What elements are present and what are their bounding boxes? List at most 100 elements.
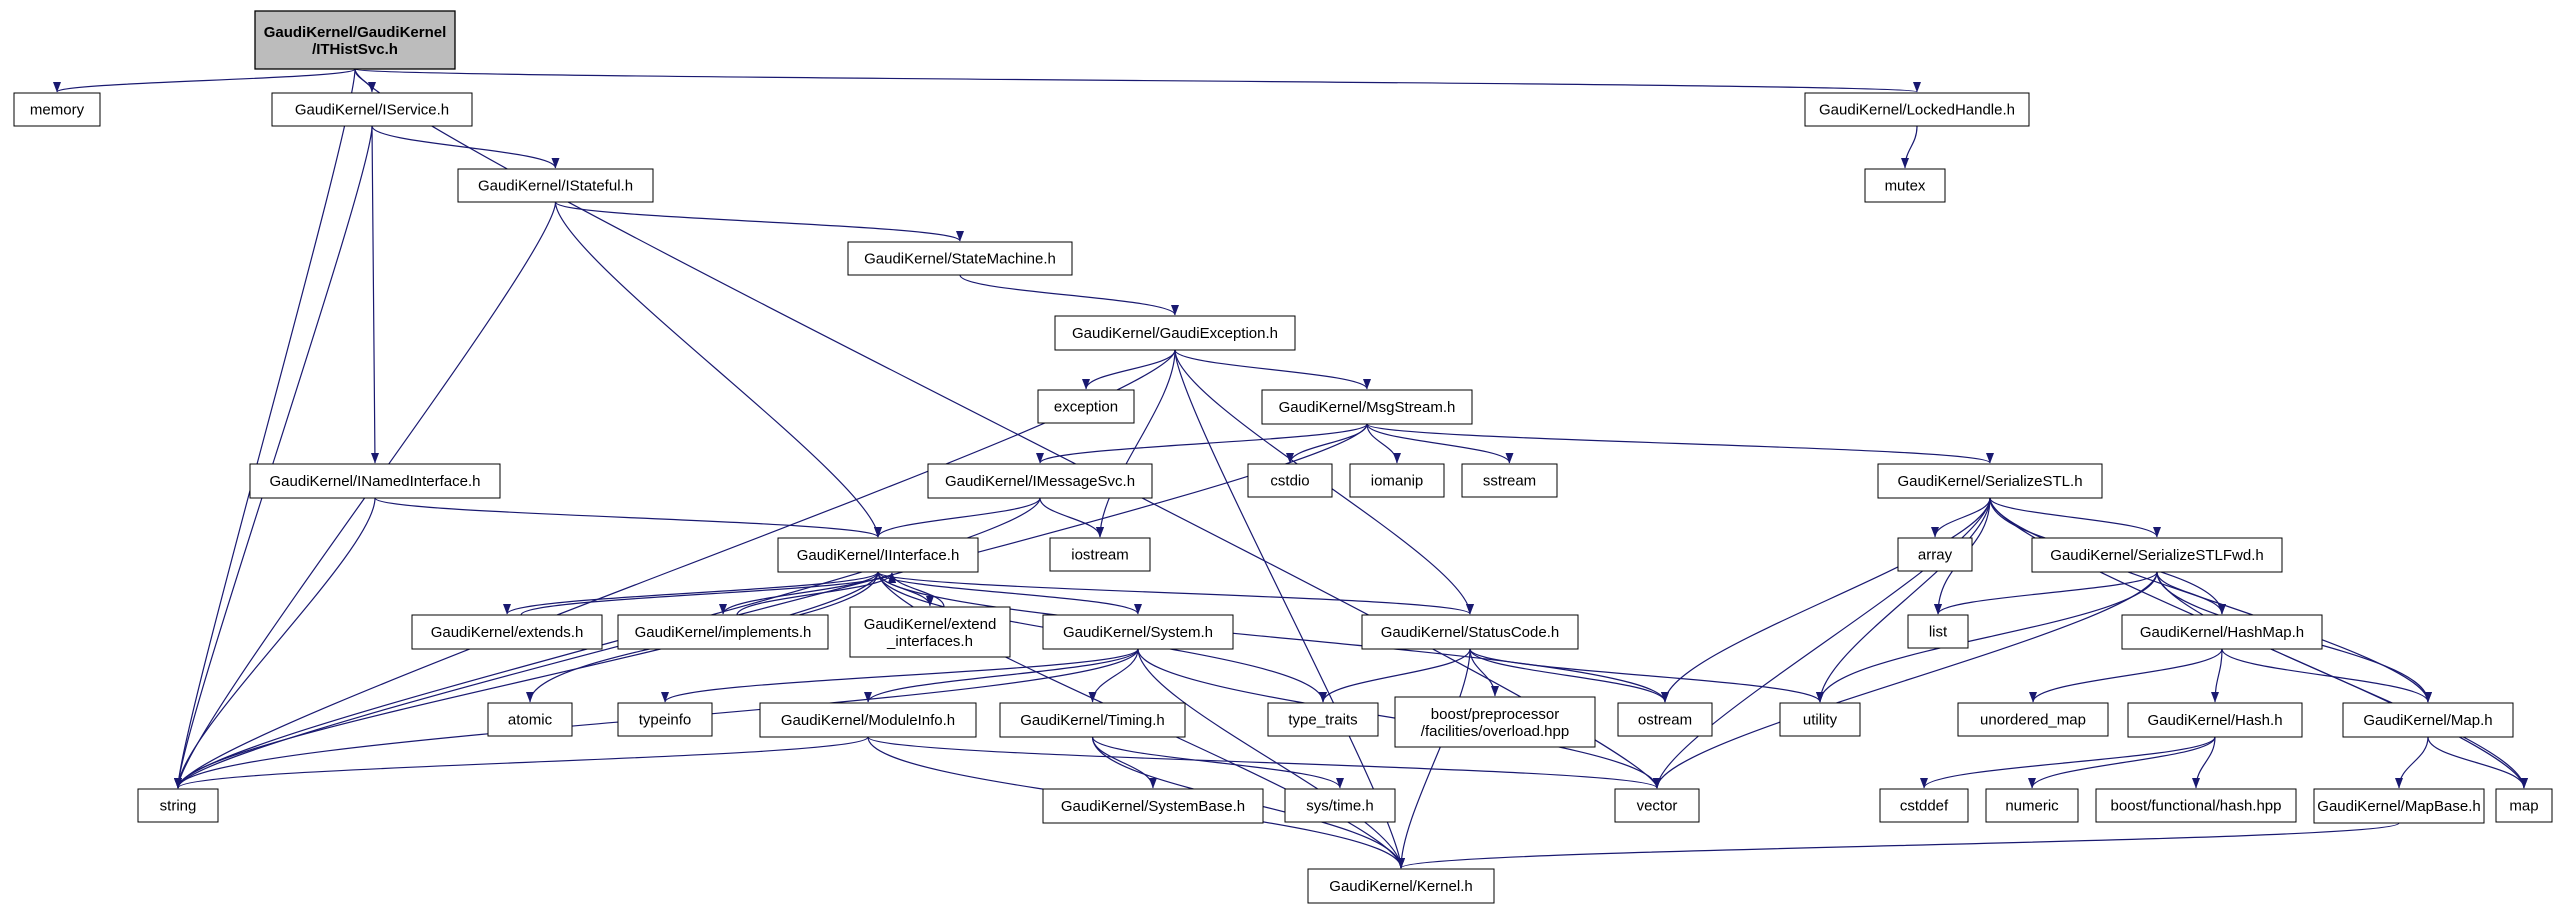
node-box-iservice[interactable] [271,92,473,127]
edge-timing-to-systime [1091,736,1344,789]
edge-istateful-to-statemachine [554,201,964,242]
edge-imessagesvc-to-stringn [174,497,1041,789]
edge-iinterface-to-statuscode [877,571,1474,615]
node-label-statuscode: GaudiKernel/StatusCode.h [1381,624,1559,641]
edge-iinterface-to-extends [503,571,879,615]
node-msgstream[interactable]: GaudiKernel/MsgStream.h [1261,389,1473,425]
node-label-serializestl: GaudiKernel/SerializeSTL.h [1897,473,2082,490]
node-box-kernel[interactable] [1307,868,1495,904]
node-box-hashmap[interactable] [2121,614,2323,650]
edge-moduleinfo-to-vectorn [867,736,1661,789]
node-label-mutex: mutex [1885,178,1926,195]
edge-inamedinterface-to-iinterface [374,497,882,538]
node-label-extendinterfaces: GaudiKernel/extend_interfaces.h [864,616,997,650]
edge-extends-to-iinterface [520,572,896,616]
node-box-systembase[interactable] [1042,788,1264,824]
edge-statuscode-to-typetraits [1319,648,1471,703]
node-box-istateful[interactable] [457,168,654,203]
node-label-extends: GaudiKernel/extends.h [431,624,584,641]
node-extends[interactable]: GaudiKernel/extends.h [411,614,603,650]
node-label-atomic: atomic [508,712,553,729]
node-box-hash[interactable] [2127,702,2303,738]
node-box-statemachine[interactable] [847,241,1073,276]
node-box-statuscode[interactable] [1361,614,1579,650]
edge-gaudiexception-to-kernel [1174,349,1405,869]
node-box-extends[interactable] [411,614,603,650]
node-box-serializestl[interactable] [1877,463,2103,499]
node-imessagesvc[interactable]: GaudiKernel/IMessageSvc.h [927,463,1153,499]
node-inamedinterface[interactable]: GaudiKernel/INamedInterface.h [249,463,501,499]
node-box-list [1907,614,1969,649]
node-lockedhandle[interactable]: GaudiKernel/LockedHandle.h [1804,92,2030,127]
node-box-inamedinterface[interactable] [249,463,501,499]
node-box-timing[interactable] [999,702,1186,738]
node-box-ithistsvc[interactable] [254,10,456,70]
node-kernel[interactable]: GaudiKernel/Kernel.h [1307,868,1495,904]
node-systembase[interactable]: GaudiKernel/SystemBase.h [1042,788,1264,824]
edge-serializestlfwd-to-map_std [2156,571,2528,789]
node-sstream: sstream [1461,463,1558,498]
node-iinterface[interactable]: GaudiKernel/IInterface.h [777,537,979,573]
node-box-lockedhandle[interactable] [1804,92,2030,127]
node-box-vectorn [1614,788,1700,823]
node-timing[interactable]: GaudiKernel/Timing.h [999,702,1186,738]
node-box-exception [1037,389,1135,424]
node-statuscode[interactable]: GaudiKernel/StatusCode.h [1361,614,1579,650]
edges-layer [53,68,2528,869]
node-box-boosthash [2095,788,2297,823]
node-gaudiexception[interactable]: GaudiKernel/GaudiException.h [1054,315,1296,351]
node-label-imessagesvc: GaudiKernel/IMessageSvc.h [945,473,1135,490]
node-box-sstream [1461,463,1558,498]
node-label-iinterface: GaudiKernel/IInterface.h [797,547,960,564]
node-serializestl[interactable]: GaudiKernel/SerializeSTL.h [1877,463,2103,499]
node-numeric: numeric [1985,788,2079,823]
node-box-imessagesvc[interactable] [927,463,1153,499]
node-box-system[interactable] [1042,614,1234,650]
node-box-iinterface[interactable] [777,537,979,573]
edge-implements-to-iinterface [736,572,896,616]
edge-iinterface-to-ostream [877,571,1669,703]
node-box-extendinterfaces[interactable] [849,606,1011,658]
node-box-moduleinfo[interactable] [759,702,977,738]
node-label-memory: memory [30,102,85,119]
node-istateful[interactable]: GaudiKernel/IStateful.h [457,168,654,203]
node-label-typeinfo: typeinfo [639,712,692,729]
node-box-mapbase[interactable] [2313,788,2485,824]
node-iservice[interactable]: GaudiKernel/IService.h [271,92,473,127]
node-label-ostream: ostream [1638,712,1692,729]
node-box-implements[interactable] [617,614,829,650]
node-box-array [1897,537,1973,572]
node-box-serializestlfwd[interactable] [2031,537,2283,573]
node-box-typeinfo [617,702,713,737]
edge-istateful-to-iinterface [554,201,882,538]
node-box-gaudiexception[interactable] [1054,315,1296,351]
node-label-mapbase: GaudiKernel/MapBase.h [2317,798,2480,815]
node-ithistsvc[interactable]: GaudiKernel/GaudiKernel/ITHistSvc.h [254,10,456,70]
edge-system-to-moduleinfo [864,648,1139,703]
node-ostream: ostream [1617,702,1713,737]
node-statemachine[interactable]: GaudiKernel/StateMachine.h [847,241,1073,276]
node-map_h[interactable]: GaudiKernel/Map.h [2342,702,2514,738]
node-moduleinfo[interactable]: GaudiKernel/ModuleInfo.h [759,702,977,738]
node-stringn: string [137,788,219,823]
nodes-layer: GaudiKernel/GaudiKernel/ITHistSvc.h memor… [13,10,2553,904]
node-implements[interactable]: GaudiKernel/implements.h [617,614,829,650]
node-serializestlfwd[interactable]: GaudiKernel/SerializeSTLFwd.h [2031,537,2283,573]
node-extendinterfaces[interactable]: GaudiKernel/extend_interfaces.h [849,606,1011,658]
node-label-msgstream: GaudiKernel/MsgStream.h [1279,399,1456,416]
node-box-msgstream[interactable] [1261,389,1473,425]
edge-statuscode-to-ostream [1469,648,1669,703]
node-exception: exception [1037,389,1135,424]
node-list: list [1907,614,1969,649]
node-label-numeric: numeric [2005,798,2059,815]
node-system[interactable]: GaudiKernel/System.h [1042,614,1234,650]
node-iomanip: iomanip [1349,463,1445,498]
edge-serializestl-to-serializestlfwd [1989,497,2161,538]
node-vectorn: vector [1614,788,1700,823]
node-label-kernel: GaudiKernel/Kernel.h [1329,878,1472,895]
node-hash[interactable]: GaudiKernel/Hash.h [2127,702,2303,738]
node-hashmap[interactable]: GaudiKernel/HashMap.h [2121,614,2323,650]
node-mapbase[interactable]: GaudiKernel/MapBase.h [2313,788,2485,824]
node-box-map_h[interactable] [2342,702,2514,738]
